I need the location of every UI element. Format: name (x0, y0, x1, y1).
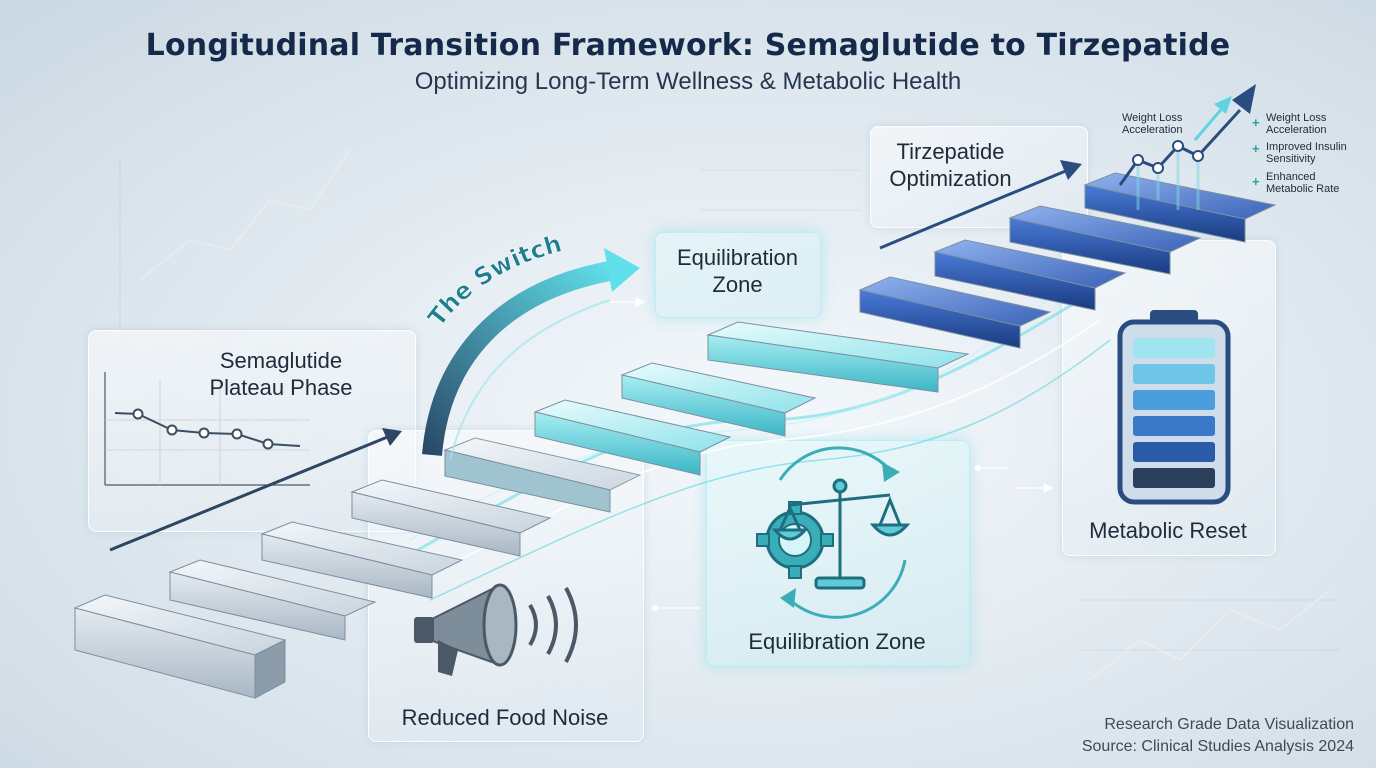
food-noise-label: Reduced Food Noise (401, 705, 609, 730)
switch-arrow-icon (422, 248, 640, 461)
benefit-item: Weight Loss Acceleration (1266, 112, 1327, 136)
chart-benefit-label: Weight Loss Acceleration (1122, 112, 1183, 136)
equilibration-top-panel (655, 232, 821, 318)
equilibration-top-label: Equilibration Zone (676, 245, 799, 297)
trend-arrow-icon (109, 428, 402, 552)
footer-line1: Research Grade Data Visualization (1104, 716, 1354, 733)
megaphone-icon (414, 583, 578, 676)
steps (73, 172, 1277, 699)
plateau-label: Semaglutide Plateau Phase (209, 348, 353, 400)
metabolic-reset-label: Metabolic Reset (1089, 518, 1247, 543)
benefits-chart (1118, 84, 1256, 210)
page-subtitle: Optimizing Long-Term Wellness & Metaboli… (414, 68, 962, 95)
balance-scale-icon (778, 446, 907, 619)
plus-icon: + (1252, 174, 1260, 189)
plateau-chart (104, 372, 310, 486)
plus-icon: + (1252, 141, 1260, 156)
svg-text:The Switch: The Switch (422, 229, 564, 331)
optimization-arrow-icon (879, 160, 1082, 250)
equilibration-bottom-label: Equilibration Zone (748, 629, 926, 654)
benefit-item: Enhanced Metabolic Rate (1266, 171, 1340, 195)
benefit-item: Improved Insulin Sensitivity (1266, 141, 1347, 165)
optimization-label: Tirzepatide Optimization (889, 139, 1012, 191)
plus-icon: + (1252, 115, 1260, 130)
page-title: Longitudinal Transition Framework: Semag… (145, 28, 1231, 63)
switch-text: The Switch (422, 229, 565, 332)
footer-line2: Source: Clinical Studies Analysis 2024 (1081, 738, 1354, 755)
equilibration-bottom-panel (706, 440, 970, 666)
battery-icon (1117, 310, 1231, 505)
